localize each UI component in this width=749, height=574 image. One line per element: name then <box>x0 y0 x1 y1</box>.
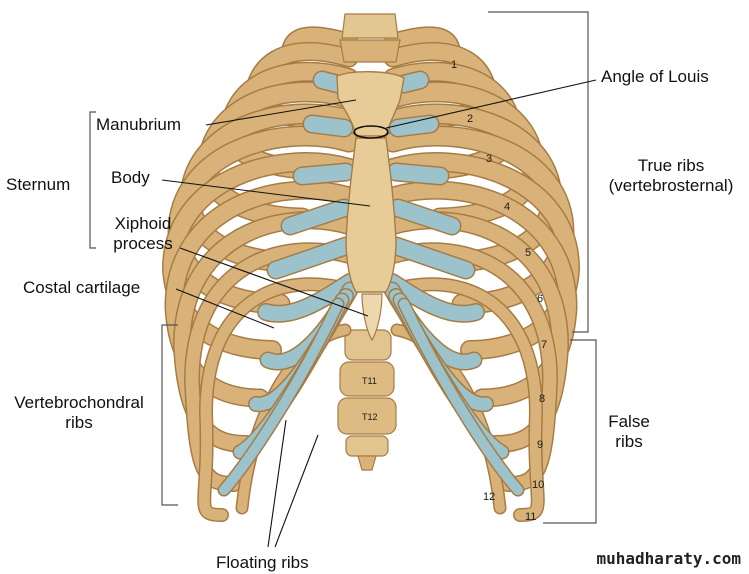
rib-right-8 <box>385 182 577 406</box>
vertebra-label-t11: T11 <box>362 376 377 386</box>
cartilage-left-3 <box>294 164 354 184</box>
ribs-group <box>161 26 581 522</box>
brackets <box>89 11 597 524</box>
rib-number-6: 6 <box>537 293 543 305</box>
xiphoid-bone <box>361 293 383 342</box>
sternum-body-bone <box>345 137 397 293</box>
label-false-ribs-line2: ribs <box>615 432 643 451</box>
leader-manubrium <box>205 99 357 126</box>
rib-number-4: 4 <box>504 201 510 213</box>
cartilage-left-5 <box>268 238 354 278</box>
angle-of-louis-marker <box>353 125 389 139</box>
cartilage-left-2 <box>304 116 352 136</box>
cartilage-left-4 <box>282 200 352 234</box>
leader-floating-ribs-2 <box>274 434 319 548</box>
label-manubrium: Manubrium <box>96 115 182 134</box>
label-sternum: Sternum <box>6 175 71 194</box>
cartilage-left-10 <box>219 299 343 495</box>
leader-costal-cartilage <box>175 288 275 329</box>
rib-left-8 <box>165 182 357 406</box>
label-false-ribs-line1: False <box>608 412 650 431</box>
label-floating-ribs: Floating ribs <box>216 553 309 572</box>
cartilage-right-4 <box>390 200 460 234</box>
rib-numbers: 1 2 3 4 5 6 7 8 9 10 11 12 <box>451 59 547 523</box>
sternum <box>336 71 405 342</box>
label-xiphoid-line2: process <box>113 234 173 253</box>
label-body: Body <box>111 168 150 187</box>
upper-vertebra <box>339 13 401 63</box>
rib-number-1: 1 <box>451 59 457 71</box>
rib-number-7: 7 <box>541 339 547 351</box>
rib-number-9: 9 <box>537 439 543 451</box>
sternum-bracket <box>89 111 96 249</box>
leader-body <box>161 179 371 207</box>
rib-number-3: 3 <box>486 153 492 165</box>
cartilage-right-3 <box>388 164 448 184</box>
vertebra-label-t12: T12 <box>362 412 378 422</box>
rib-number-8: 8 <box>539 393 545 405</box>
leader-floating-ribs-1 <box>267 419 287 548</box>
cartilage-right-1 <box>396 72 428 92</box>
false-ribs-bracket <box>543 339 597 524</box>
label-true-ribs-line1: True ribs <box>637 156 705 175</box>
rib-right-11 <box>387 278 544 521</box>
leader-xiphoid <box>179 247 369 317</box>
rib-left-7 <box>163 153 358 359</box>
true-ribs-bracket <box>488 11 589 333</box>
rib-number-11: 11 <box>525 511 536 523</box>
cartilage-left-1 <box>314 72 346 92</box>
label-xiphoid-process: Xiphoid process <box>100 214 186 254</box>
vertebral-column: T11 T12 <box>337 329 397 471</box>
label-true-ribs-line2: (vertebrosternal) <box>608 176 734 195</box>
leader-lines <box>161 79 597 548</box>
label-vertebrochondral-line2: ribs <box>65 413 93 432</box>
label-true-ribs: True ribs (vertebrosternal) <box>596 156 746 196</box>
cartilage-right-5 <box>388 238 474 278</box>
rib-number-10: 10 <box>532 479 544 491</box>
manubrium-bone <box>336 71 405 137</box>
vertebrochondral-bracket <box>161 324 178 506</box>
label-vertebrochondral-line1: Vertebrochondral <box>14 393 144 412</box>
leader-angle-of-louis <box>385 79 597 129</box>
watermark: muhadharaty.com <box>596 549 742 568</box>
cartilage-right-6 <box>384 274 484 322</box>
rib-number-12: 12 <box>483 491 495 503</box>
label-angle-of-louis: Angle of Louis <box>601 67 709 86</box>
label-costal-cartilage: Costal cartilage <box>23 278 141 297</box>
label-xiphoid-line1: Xiphoid <box>114 214 172 233</box>
rib-right-7 <box>384 153 579 359</box>
cartilage-left-6 <box>258 274 358 322</box>
cartilage-right-2 <box>390 116 438 136</box>
label-vertebrochondral-ribs: Vertebrochondral ribs <box>0 393 158 433</box>
rib-number-2: 2 <box>467 113 473 125</box>
label-false-ribs: False ribs <box>598 412 660 452</box>
rib-number-5: 5 <box>525 247 531 259</box>
rib-left-11 <box>198 278 355 521</box>
cartilage-right-10 <box>399 299 523 495</box>
